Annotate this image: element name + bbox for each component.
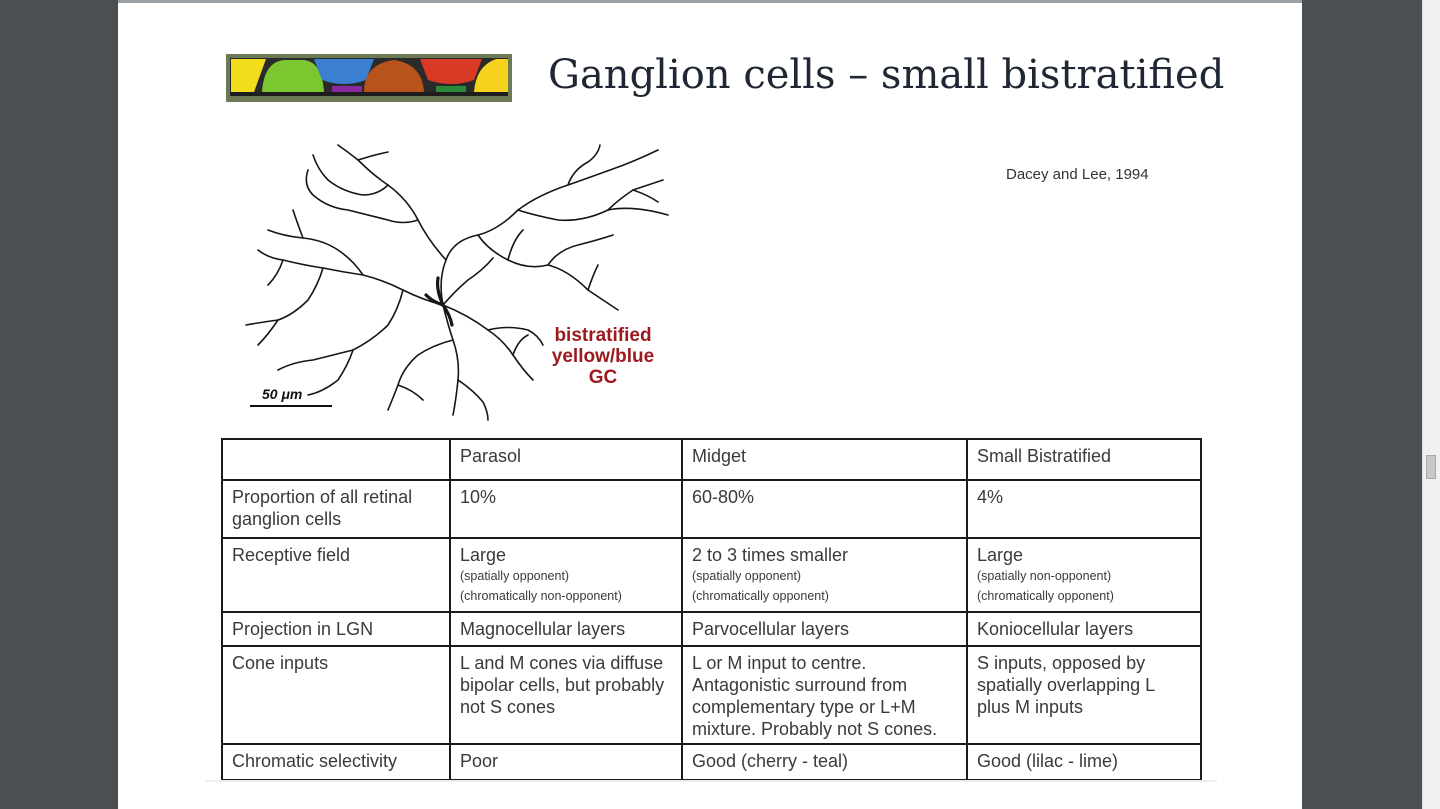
ganglion-cell-comparison-table: Parasol Midget Small Bistratified Propor… xyxy=(221,438,1202,781)
cell-subtext: (spatially opponent) xyxy=(692,569,802,583)
cell-type-label: bistratified yellow/blue GC xyxy=(540,325,666,388)
table-cell: Large (spatially opponent) (chromaticall… xyxy=(449,537,683,613)
row-label: Receptive field xyxy=(221,537,451,613)
table-row: Projection in LGN Magnocellular layers P… xyxy=(221,611,1202,647)
header-cell-parasol: Parasol xyxy=(449,438,683,481)
row-label: Proportion of all retinal ganglion cells xyxy=(221,479,451,539)
table-cell: Good (lilac - lime) xyxy=(966,743,1202,781)
cone-logo-strip xyxy=(226,54,512,102)
header-cell-small-bistratified: Small Bistratified xyxy=(966,438,1202,481)
bistratified-ganglion-cell-drawing xyxy=(245,144,669,421)
cell-subtext: (chromatically non-opponent) xyxy=(460,589,622,603)
scale-bar xyxy=(250,405,332,407)
table-cell: L or M input to centre. Antagonistic sur… xyxy=(681,645,968,745)
page-top-edge xyxy=(118,0,1302,3)
table-header-row: Parasol Midget Small Bistratified xyxy=(221,438,1202,481)
table-cell: Good (cherry - teal) xyxy=(681,743,968,781)
row-label: Projection in LGN xyxy=(221,611,451,647)
table-row: Chromatic selectivity Poor Good (cherry … xyxy=(221,743,1202,781)
scrollbar-thumb[interactable] xyxy=(1426,455,1436,479)
slide-title: Ganglion cells – small bistratified xyxy=(548,52,1225,98)
cell-label-line-2: yellow/blue xyxy=(551,346,655,367)
table-cell: 4% xyxy=(966,479,1202,539)
cell-main-text: Large xyxy=(977,545,1024,565)
cell-subtext: (chromatically opponent) xyxy=(977,589,1114,603)
table-cell: Magnocellular layers xyxy=(449,611,683,647)
cell-subtext: (spatially non-opponent) xyxy=(977,569,1112,583)
cell-label-line-1: bistratified xyxy=(554,325,652,346)
cell-subtext: (chromatically opponent) xyxy=(692,589,829,603)
table-cell: Poor xyxy=(449,743,683,781)
cell-main-text: Large xyxy=(460,545,507,565)
table-row: Receptive field Large (spatially opponen… xyxy=(221,537,1202,613)
table-cell: 10% xyxy=(449,479,683,539)
vertical-scrollbar[interactable] xyxy=(1422,0,1440,809)
row-label: Chromatic selectivity xyxy=(221,743,451,781)
table-cell: L and M cones via diffuse bipolar cells,… xyxy=(449,645,683,745)
table-cell: Koniocellular layers xyxy=(966,611,1202,647)
row-label: Cone inputs xyxy=(221,645,451,745)
table-cell: 60-80% xyxy=(681,479,968,539)
cell-main-text: 2 to 3 times smaller xyxy=(692,545,849,565)
citation: Dacey and Lee, 1994 xyxy=(1006,166,1149,183)
table-row: Cone inputs L and M cones via diffuse bi… xyxy=(221,645,1202,745)
cell-subtext: (spatially opponent) xyxy=(460,569,570,583)
header-cell-empty xyxy=(221,438,451,481)
table-row: Proportion of all retinal ganglion cells… xyxy=(221,479,1202,539)
page-bottom-rule xyxy=(205,780,1217,782)
table-cell: Large (spatially non-opponent) (chromati… xyxy=(966,537,1202,613)
table-cell: Parvocellular layers xyxy=(681,611,968,647)
table-cell: S inputs, opposed by spatially overlappi… xyxy=(966,645,1202,745)
table-cell: 2 to 3 times smaller (spatially opponent… xyxy=(681,537,968,613)
header-cell-midget: Midget xyxy=(681,438,968,481)
cell-label-line-3: GC xyxy=(588,367,618,388)
scale-bar-label: 50 μm xyxy=(262,386,303,402)
